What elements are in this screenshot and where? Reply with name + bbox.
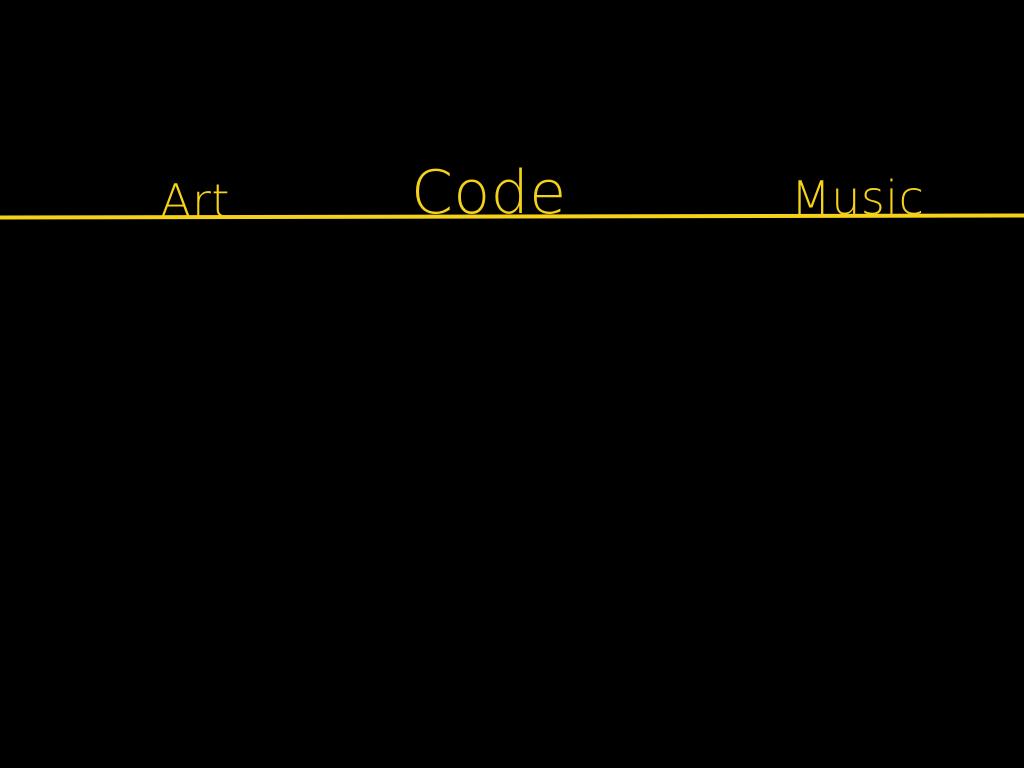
nav-item-music[interactable]: Music <box>791 171 925 225</box>
nav-item-code[interactable]: Code <box>411 158 567 228</box>
nav-item-art[interactable]: Art <box>160 174 230 228</box>
